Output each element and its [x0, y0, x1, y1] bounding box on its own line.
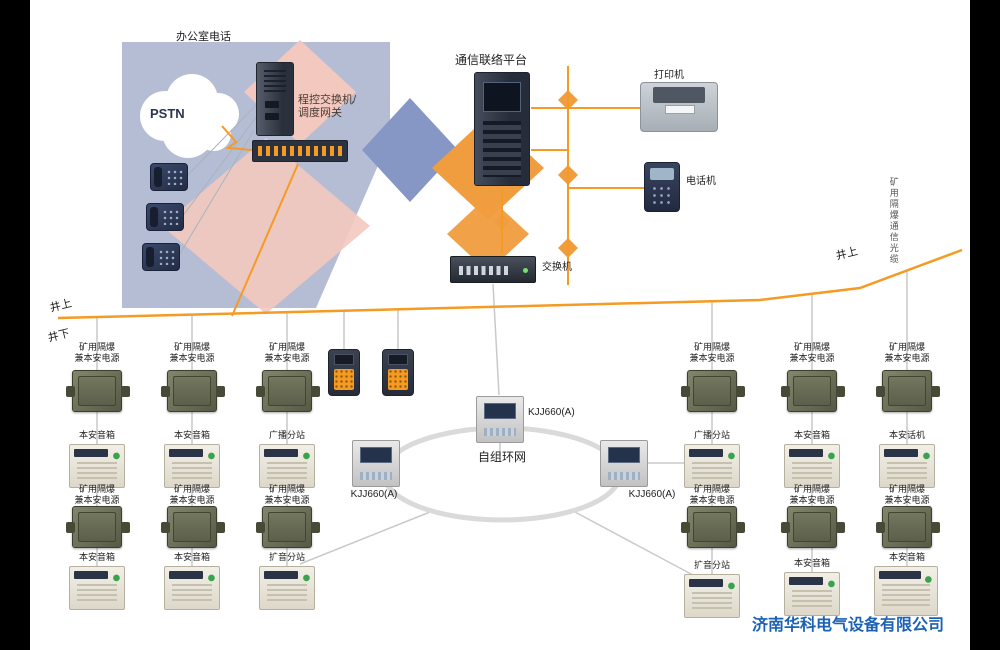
power-box-a2 [161, 370, 217, 412]
kjj-left [352, 440, 400, 487]
label-amp-d4: 扩音分站 [693, 560, 730, 570]
speaker-d5 [784, 572, 840, 616]
speaker-b1 [69, 444, 125, 488]
pstn-cloud [140, 74, 239, 158]
label-power-c6: 矿用隔爆 兼本安电源 [884, 484, 930, 505]
label-speaker-d1: 本安音箱 [78, 552, 115, 562]
power-box-a3 [256, 370, 312, 412]
label-fiber-cable: 矿用隔爆通信光缆 [888, 177, 899, 265]
power-box-a1 [66, 370, 122, 412]
power-box-c3 [256, 506, 312, 548]
power-box-c4 [681, 506, 737, 548]
label-speaker-b5: 本安音箱 [793, 430, 830, 440]
label-speaker-b1: 本安音箱 [78, 430, 115, 440]
label-kjj-right: KJJ660(A) [628, 489, 676, 500]
label-printer: 打印机 [654, 70, 684, 81]
label-office-phones: 办公室电话 [176, 31, 231, 43]
speaker-d1 [69, 566, 125, 610]
power-box-c6 [876, 506, 932, 548]
platform-rack [474, 72, 530, 186]
office-phone-3 [142, 243, 180, 271]
label-speaker-d6: 本安音箱 [888, 552, 925, 562]
speaker-b2 [164, 444, 220, 488]
dispatch-phone [644, 162, 680, 212]
speaker-d2 [164, 566, 220, 610]
power-box-c5 [781, 506, 837, 548]
power-box-a5 [781, 370, 837, 412]
label-phone-b6: 本安话机 [888, 430, 925, 440]
label-kjj-left: KJJ660(A) [350, 489, 398, 500]
label-power-c1: 矿用隔爆 兼本安电源 [74, 484, 120, 505]
label-speaker-d5: 本安音箱 [793, 558, 830, 568]
core-switch [450, 256, 536, 283]
kjj-right [600, 440, 648, 487]
label-ring-network: 自组环网 [477, 450, 526, 464]
label-power-c4: 矿用隔爆 兼本安电源 [689, 484, 735, 505]
label-pbx-gateway: 程控交换机/ 调度网关 [298, 94, 357, 120]
surface-links [57, 66, 963, 320]
office-phone-2 [146, 203, 184, 231]
label-platform: 通信联络平台 [455, 53, 528, 67]
label-power-c5: 矿用隔爆 兼本安电源 [789, 484, 835, 505]
label-kjj-center: KJJ660(A) [528, 407, 575, 418]
office-phone-1 [150, 163, 188, 191]
label-amp-d3: 扩音分站 [268, 552, 305, 562]
label-dispatch-phone: 电话机 [686, 176, 716, 187]
label-power-a2: 矿用隔爆 兼本安电源 [169, 342, 215, 363]
power-box-c2 [161, 506, 217, 548]
underground-connectors [96, 270, 908, 583]
label-pstn: PSTN [150, 106, 185, 121]
phone-links [177, 103, 258, 258]
label-power-a4: 矿用隔爆 兼本安电源 [689, 342, 735, 363]
label-power-a3: 矿用隔爆 兼本安电源 [264, 342, 310, 363]
label-core-switch: 交换机 [542, 262, 572, 273]
kjj-center [476, 396, 524, 443]
power-box-c1 [66, 506, 122, 548]
power-box-a4 [681, 370, 737, 412]
phone-station-b6 [879, 444, 935, 488]
speaker-d6 [874, 566, 938, 616]
label-broadcast-b4: 广播分站 [693, 430, 730, 440]
printer [640, 82, 718, 132]
label-broadcast-b3: 广播分站 [268, 430, 305, 440]
label-power-c3: 矿用隔爆 兼本安电源 [264, 484, 310, 505]
pbx-tower [256, 62, 294, 136]
broadcast-b4 [684, 444, 740, 488]
amp-station-d4 [684, 574, 740, 618]
mine-wallphone-2 [382, 349, 414, 396]
amp-station-d3 [259, 566, 315, 610]
mine-wallphone-1 [328, 349, 360, 396]
power-box-a6 [876, 370, 932, 412]
label-power-a6: 矿用隔爆 兼本安电源 [884, 342, 930, 363]
label-power-c2: 矿用隔爆 兼本安电源 [169, 484, 215, 505]
label-power-a1: 矿用隔爆 兼本安电源 [74, 342, 120, 363]
gateway-panel [252, 140, 348, 162]
label-power-a5: 矿用隔爆 兼本安电源 [789, 342, 835, 363]
label-speaker-b2: 本安音箱 [173, 430, 210, 440]
label-speaker-d2: 本安音箱 [173, 552, 210, 562]
broadcast-b3 [259, 444, 315, 488]
speaker-b5 [784, 444, 840, 488]
watermark: 济南华科电气设备有限公司 [752, 617, 945, 634]
